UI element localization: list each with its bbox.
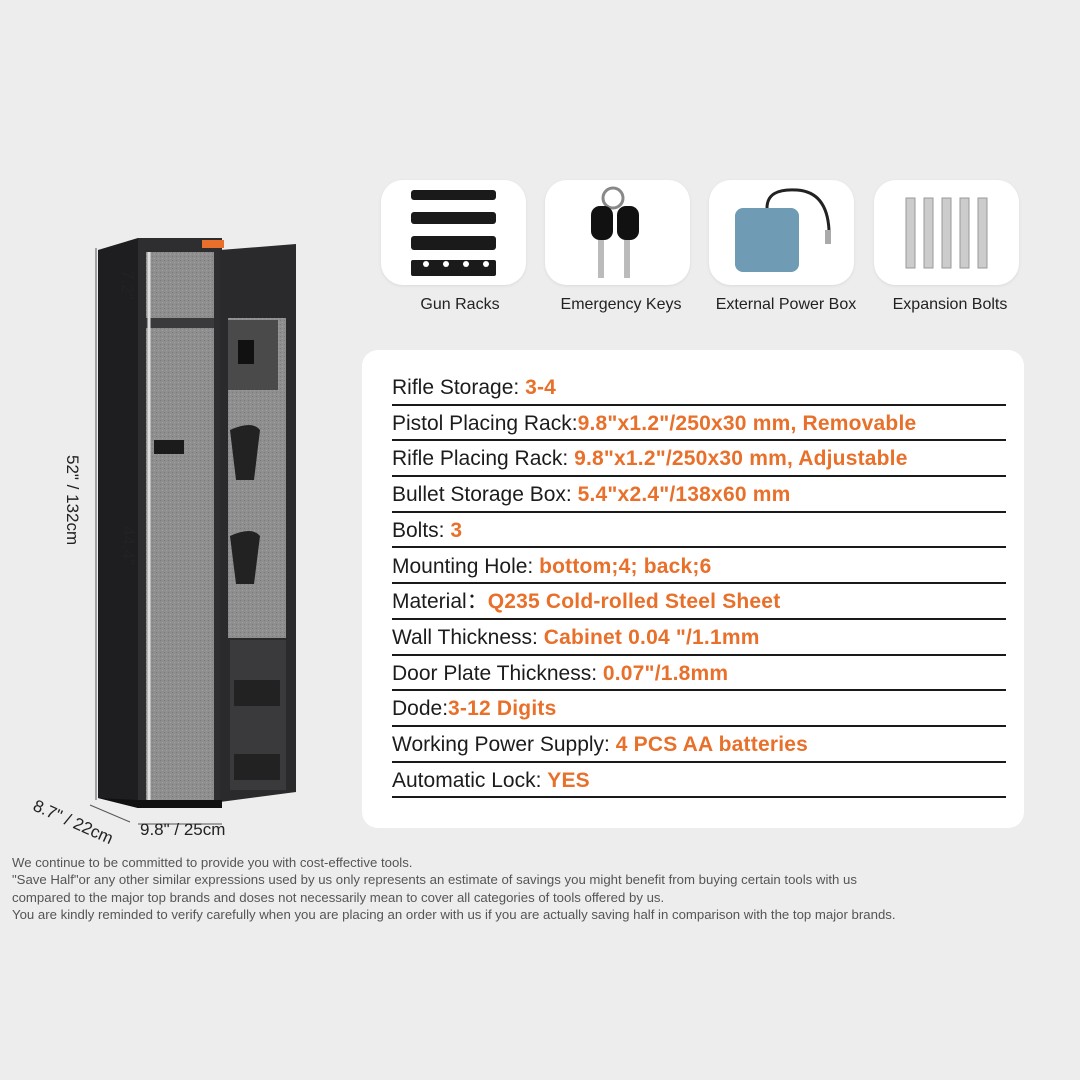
spec-label: Rifle Storage: (392, 376, 526, 399)
spec-value: 0.07"/1.8mm (602, 661, 729, 685)
spec-row: Wall Thickness: Cabinet 0.04 "/1.1mm (392, 620, 1006, 656)
spec-row: Bolts: 3 (392, 513, 1006, 549)
spec-value: 3 (450, 518, 463, 542)
gun-safe-graphic (89, 238, 296, 825)
spec-row: Automatic Lock: YES (392, 763, 1006, 799)
power-box-icon (735, 188, 831, 272)
spec-row: Rifle Storage: 3-4 (392, 370, 1006, 406)
height-dimension-label: 52" / 132cm (63, 455, 82, 546)
spec-label: Automatic Lock: (392, 768, 548, 792)
expansion-bolts-card (874, 180, 1019, 285)
accessory-label: Expansion Bolts (892, 296, 1008, 313)
disclaimer-text: We continue to be committed to provide y… (12, 854, 1072, 924)
disclaimer-line: compared to the major top brands and dos… (12, 889, 665, 905)
spec-value: 9.8"x1.2"/250x30 mm, Adjustable (574, 447, 908, 471)
spec-label: Wall Thickness: (392, 625, 544, 649)
spec-row: Mounting Hole: bottom;4; back;6 (392, 549, 1006, 585)
spec-label: Pistol Placing Rack: (392, 411, 578, 435)
spec-label: Dode: (392, 697, 449, 721)
spec-value: Cabinet 0.04 "/1.1mm (543, 625, 760, 649)
spec-row: Door Plate Thickness: 0.07"/1.8mm (392, 656, 1006, 692)
gun-racks-icon (411, 190, 496, 276)
gun-safe-illustration: 52" / 132cm 7.2" 44.4" 8.7" / 22cm 9.8" … (30, 230, 330, 850)
spec-label: Working Power Supply: (392, 733, 616, 756)
external-power-box-card (709, 180, 854, 285)
accessory-label: Gun Racks (420, 296, 500, 313)
accessory-label: Emergency Keys (560, 296, 682, 313)
keys-icon (591, 186, 639, 278)
spec-label: Rifle Placing Rack: (392, 447, 575, 471)
specifications-panel: Rifle Storage: 3-4 Pistol Placing Rack:9… (362, 350, 1024, 828)
spec-label: Bolts: (392, 518, 451, 542)
spec-value: Q235 Cold-rolled Steel Sheet (487, 590, 781, 614)
spec-value: 4 PCS AA batteries (615, 733, 808, 756)
spec-row: Material：Q235 Cold-rolled Steel Sheet (392, 584, 1006, 620)
spec-row: Bullet Storage Box: 5.4"x2.4"/138x60 mm (392, 477, 1006, 513)
spec-label: Door Plate Thickness: (392, 661, 603, 685)
disclaimer-line: You are kindly reminded to verify carefu… (12, 907, 896, 923)
spec-label: Bullet Storage Box: (392, 483, 578, 507)
spec-value: YES (547, 768, 590, 792)
top-section-dimension-label: 7.2" (118, 270, 137, 300)
spec-row: Rifle Placing Rack: 9.8"x1.2"/250x30 mm,… (392, 441, 1006, 478)
spec-value: 5.4"x2.4"/138x60 mm (577, 483, 791, 507)
spec-value: 3-12 Digits (448, 697, 557, 721)
spec-value: 9.8"x1.2"/250x30 mm, Removable (577, 411, 917, 435)
accessory-label: External Power Box (715, 296, 857, 313)
bolts-icon (905, 197, 988, 269)
spec-value: bottom;4; back;6 (539, 554, 712, 578)
lower-section-dimension-label: 44.4" (119, 526, 138, 566)
spec-label: Material： (392, 590, 488, 614)
spec-row: Pistol Placing Rack:9.8"x1.2"/250x30 mm,… (392, 406, 1006, 442)
spec-row: Dode:3-12 Digits (392, 691, 1006, 727)
spec-row: Working Power Supply: 4 PCS AA batteries (392, 727, 1006, 763)
width-dimension-label: 9.8" / 25cm (140, 820, 226, 839)
spec-value: 3-4 (525, 376, 557, 399)
emergency-keys-card (545, 180, 690, 285)
disclaimer-line: We continue to be committed to provide y… (12, 855, 413, 870)
gun-racks-card (381, 180, 526, 285)
spec-label: Mounting Hole: (392, 554, 540, 578)
disclaimer-line: "Save Half"or any other similar expressi… (12, 872, 857, 888)
